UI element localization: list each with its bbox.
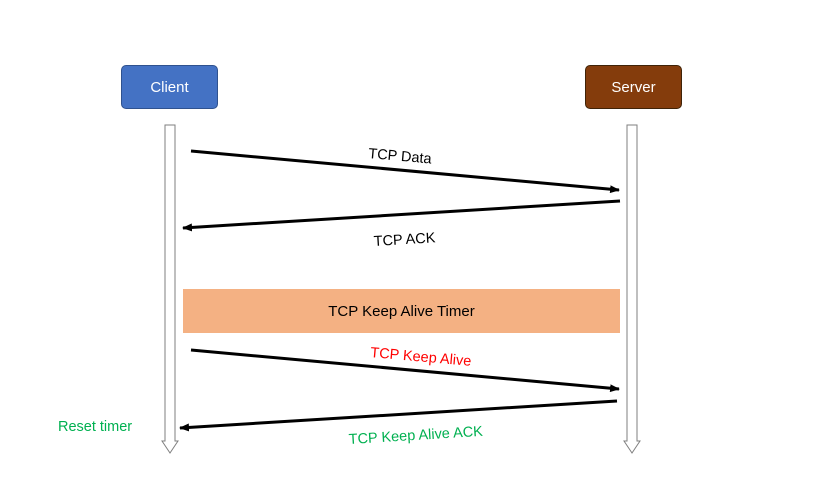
- tcp-keepalive-label: TCP Keep Alive: [370, 345, 472, 370]
- server-lifeline: [623, 124, 641, 454]
- server-label: Server: [611, 78, 656, 96]
- keepalive-timer-label: TCP Keep Alive Timer: [328, 302, 475, 320]
- tcp-ack-arrow: [182, 199, 621, 232]
- tcp-data-label: TCP Data: [368, 146, 433, 168]
- tcp-keepalive-arrow: [190, 348, 620, 393]
- client-label: Client: [150, 78, 189, 96]
- tcp-keepalive-ack-label: TCP Keep Alive ACK: [348, 424, 483, 448]
- client-node: Client: [121, 65, 218, 109]
- server-node: Server: [585, 65, 682, 109]
- tcp-data-arrow: [190, 149, 620, 194]
- tcp-ack-label: TCP ACK: [373, 230, 436, 250]
- reset-timer-annotation: Reset timer: [58, 419, 133, 435]
- client-lifeline: [161, 124, 179, 454]
- keepalive-timer-bar: TCP Keep Alive Timer: [183, 289, 620, 333]
- tcp-keepalive-ack-arrow: [179, 399, 618, 432]
